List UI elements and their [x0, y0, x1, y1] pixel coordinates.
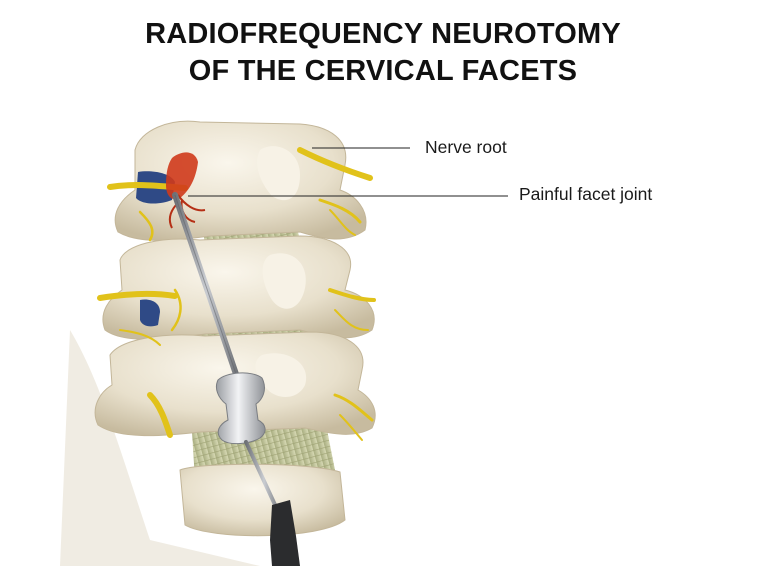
- facet-process-upper: [257, 146, 300, 201]
- nerve-roots: [97, 147, 376, 441]
- title-line-2: OF THE CERVICAL FACETS: [188, 55, 578, 87]
- title-line-1: RADIOFREQUENCY NEUROTOMY: [145, 18, 621, 50]
- vertebral-artery-lower: [140, 299, 160, 327]
- page-title: RADIOFREQUENCY NEUROTOMY OF THE CERVICAL…: [0, 16, 766, 90]
- spine-shadow: [60, 330, 260, 566]
- probe-handle: [215, 372, 266, 445]
- label-painful-facet-joint: Painful facet joint: [519, 184, 653, 204]
- facet-process-lower: [255, 353, 307, 397]
- probe-connector: [270, 500, 300, 566]
- vertebral-body-lower: [179, 463, 346, 537]
- inflamed-facet-joint: [166, 152, 198, 200]
- label-nerve-root: Nerve root: [425, 137, 507, 157]
- radiofrequency-probe: [172, 192, 300, 566]
- vertebra-c2: [102, 235, 375, 340]
- facet-process-middle: [262, 253, 306, 309]
